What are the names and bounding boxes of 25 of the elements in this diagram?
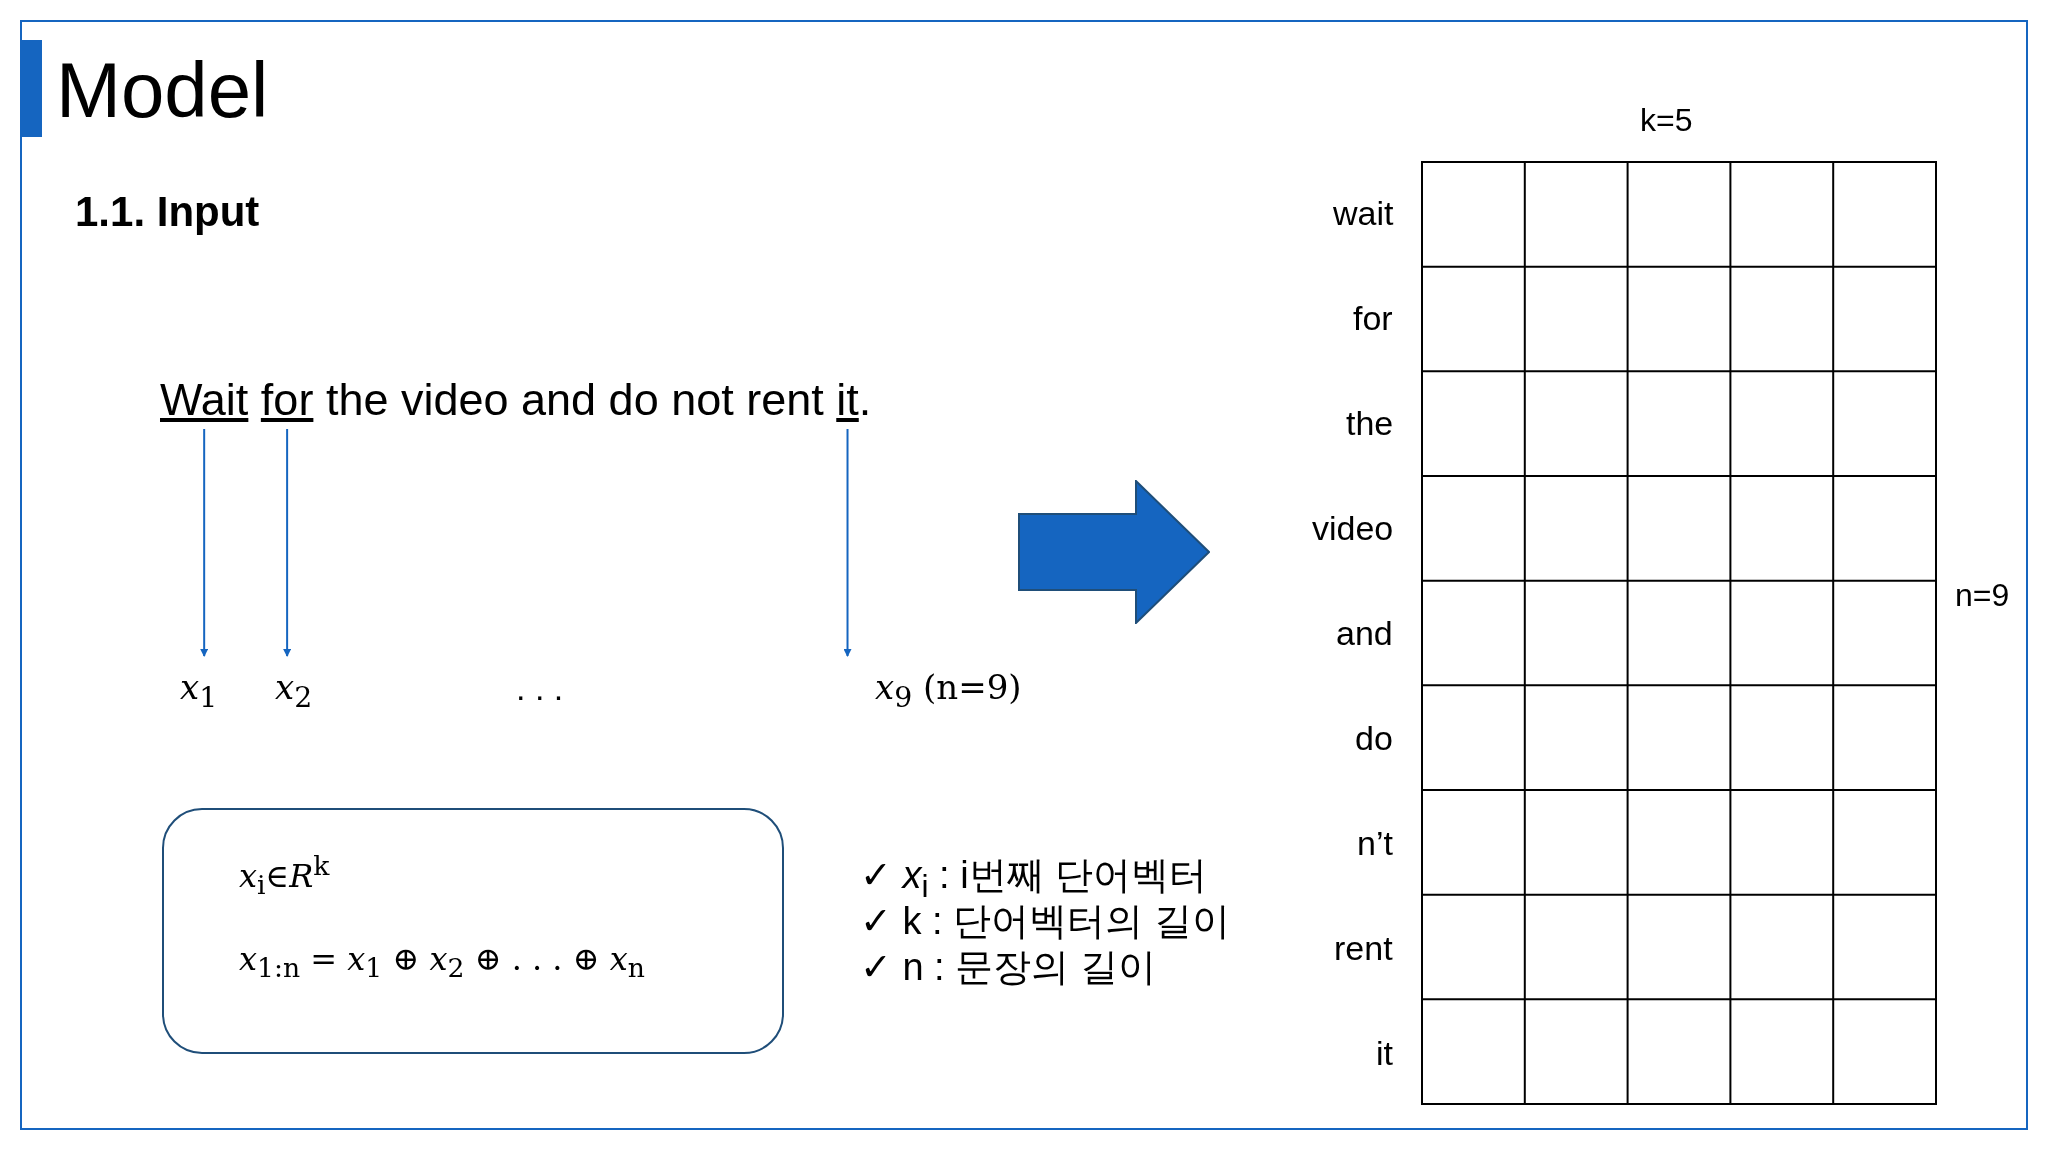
formula-box [162,808,784,1054]
row-label: the [1346,403,1394,444]
sentence-text: Wait for the video and do not rent it. [160,372,872,428]
formula-text: x$_{1:n}$ = x$_{1}$ ⊕ x$_{2}$ ⊕ . . . ⊕ x$_{n}$ [239,940,646,984]
dimension-label: k=5 [1640,101,1693,140]
ellipsis-text: . . . [516,668,564,709]
vector-symbol: x$_{9}$ (n=9) [875,664,1022,721]
row-label: video [1312,508,1394,549]
slide-title: Model [56,45,269,136]
arrow [843,428,852,657]
section-heading: 1.1. Input [75,187,260,237]
vector-symbol: x$_{2}$ [275,664,313,721]
row-label: rent [1334,927,1393,968]
formula-text: x$_{i}$∈R$^{k}$ [239,850,331,901]
row-label: n’t [1357,822,1393,863]
row-label: it [1376,1032,1393,1073]
arrow [283,428,292,657]
dimension-label: n=9 [1955,576,2010,615]
vector-symbol: x$_{1}$ [180,664,218,721]
row-label: for [1353,298,1393,339]
note-text: ✓ n : 문장의 길이 [860,945,1156,990]
row-label: do [1355,717,1393,758]
row-label: and [1336,613,1393,653]
arrow [200,428,209,657]
row-label: wait [1333,193,1394,234]
